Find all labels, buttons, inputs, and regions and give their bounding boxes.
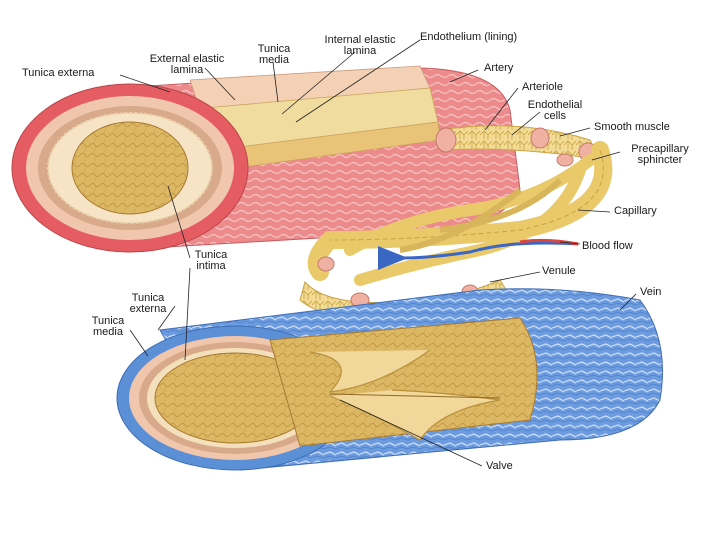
artery-illustration (12, 66, 520, 252)
label-tunica-externa-vein: Tunica externa (110, 293, 186, 315)
label-blood-flow: Blood flow (582, 241, 633, 252)
label-external-elastic-lamina: External elastic lamina (132, 54, 242, 76)
label-tunica-media-artery: Tunica media (246, 44, 302, 66)
label-tunica-intima: Tunica intima (176, 250, 246, 272)
vein-illustration (117, 289, 663, 470)
label-smooth-muscle: Smooth muscle (594, 122, 670, 133)
label-arteriole: Arteriole (522, 82, 563, 93)
label-tunica-media-vein: Tunica media (76, 316, 140, 338)
label-precapillary-sphincter: Precapillary sphincter (616, 144, 704, 166)
label-endothelial-cells: Endothelial cells (510, 100, 600, 122)
label-venule: Venule (542, 266, 576, 277)
label-tunica-externa-artery: Tunica externa (22, 68, 94, 79)
label-internal-elastic-lamina: Internal elastic lamina (308, 35, 412, 57)
label-valve: Valve (486, 461, 513, 472)
label-artery: Artery (484, 63, 513, 74)
label-vein: Vein (640, 287, 661, 298)
label-endothelium: Endothelium (lining) (420, 32, 517, 43)
label-capillary: Capillary (614, 206, 657, 217)
